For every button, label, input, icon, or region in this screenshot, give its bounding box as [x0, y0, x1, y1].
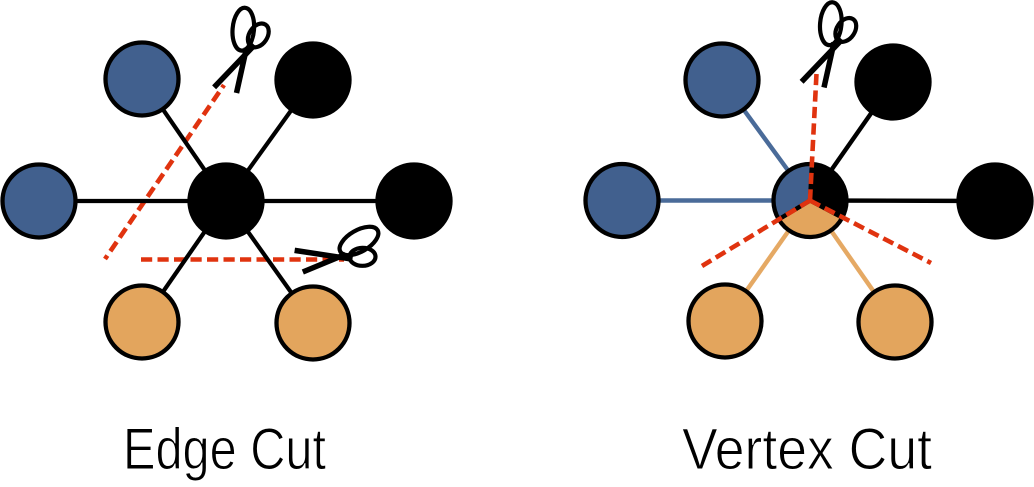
svg-text:Vertex Cut: Vertex Cut — [682, 417, 932, 482]
svg-text:Edge Cut: Edge Cut — [123, 417, 326, 482]
